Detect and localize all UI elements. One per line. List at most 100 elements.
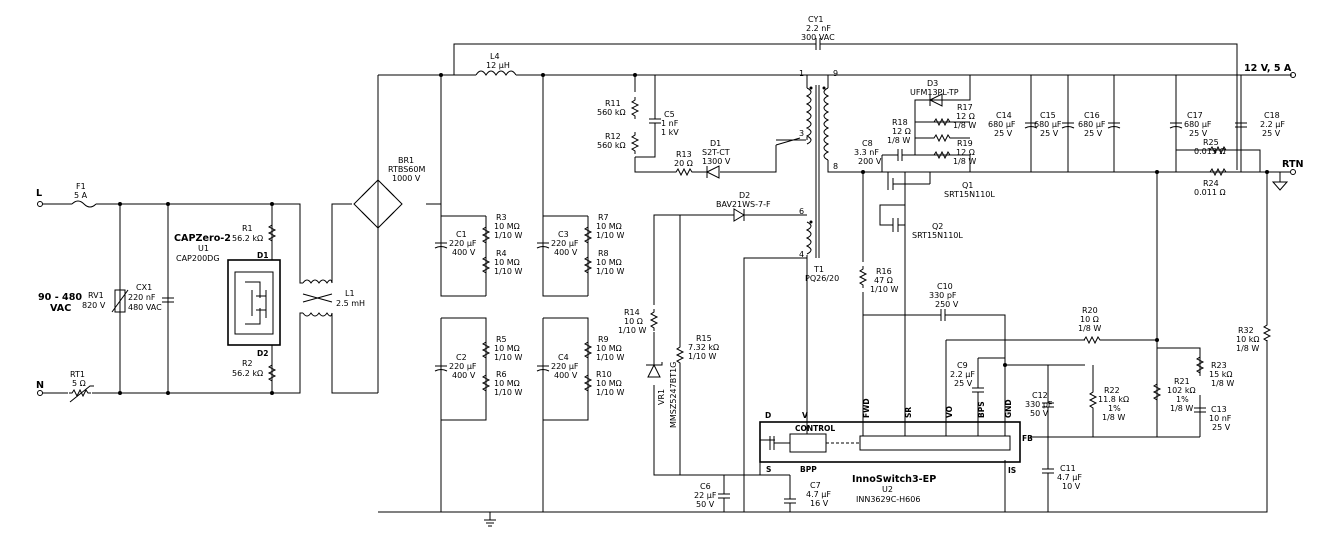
u2-pin-bpp: BPP bbox=[800, 465, 817, 474]
r5-value: 10 MΩ bbox=[494, 344, 520, 353]
diode-d3 bbox=[928, 93, 943, 107]
d3-part: UFM13PL-TP bbox=[910, 88, 959, 97]
c3-ref: C3 bbox=[558, 230, 569, 239]
t1-pin6: 6 bbox=[799, 207, 804, 216]
cap-c6 bbox=[717, 487, 731, 505]
cap-c10 bbox=[934, 308, 952, 322]
c8-ref: C8 bbox=[862, 139, 873, 148]
c11-value: 4.7 μF bbox=[1057, 473, 1082, 482]
r9-power: 1/10 W bbox=[596, 353, 625, 362]
r20-value: 10 Ω bbox=[1080, 315, 1099, 324]
l4-ref: L4 bbox=[490, 52, 500, 61]
r19-ref: R19 bbox=[957, 139, 973, 148]
r15-ref: R15 bbox=[696, 334, 712, 343]
c4-voltage: 400 V bbox=[554, 371, 578, 380]
c6-voltage: 50 V bbox=[696, 500, 715, 509]
c13-ref: C13 bbox=[1211, 405, 1227, 414]
mosfet-q2 bbox=[892, 218, 905, 232]
resistor-r18 bbox=[930, 134, 954, 142]
rt1-ref: RT1 bbox=[70, 370, 85, 379]
br1-part: RTBS60M bbox=[388, 165, 425, 174]
u2-ref: U2 bbox=[882, 485, 893, 494]
c4-ref: C4 bbox=[558, 353, 569, 362]
q2-part: SRT15N110L bbox=[912, 231, 963, 240]
r21-power: 1/8 W bbox=[1170, 404, 1193, 413]
cx1-voltage: 480 VAC bbox=[128, 303, 162, 312]
bridge-br1 bbox=[353, 179, 403, 229]
r6-value: 10 MΩ bbox=[494, 379, 520, 388]
c13-voltage: 25 V bbox=[1212, 423, 1231, 432]
t1-pin3: 3 bbox=[799, 129, 804, 138]
r25-value: 0.013 Ω bbox=[1194, 147, 1226, 156]
c15-value: 680 μF bbox=[1034, 120, 1062, 129]
input-voltage-unit: VAC bbox=[50, 303, 71, 314]
r11-value: 560 kΩ bbox=[597, 108, 626, 117]
f1-value: 5 A bbox=[74, 191, 88, 200]
r16-ref: R16 bbox=[876, 267, 892, 276]
r21-tolerance: 1% bbox=[1176, 395, 1189, 404]
u2-pin-s: S bbox=[766, 465, 771, 474]
c10-value: 330 pF bbox=[929, 291, 957, 300]
resistor-r11 bbox=[631, 96, 639, 120]
labels: L N 90 - 480 VAC 12 V, 5 A RTN F1 5 A RV… bbox=[36, 15, 1304, 509]
r7-value: 10 MΩ bbox=[596, 222, 622, 231]
c3-value: 220 μF bbox=[551, 239, 579, 248]
mosfet-q1 bbox=[887, 171, 931, 190]
c13-value: 10 nF bbox=[1209, 414, 1232, 423]
rt1-value: 5 Ω bbox=[72, 379, 86, 388]
l4-value: 12 μH bbox=[486, 61, 510, 70]
c9-value: 2.2 μF bbox=[950, 370, 975, 379]
d1-part: S2T-CT bbox=[702, 148, 730, 157]
c2-ref: C2 bbox=[456, 353, 467, 362]
r10-value: 10 MΩ bbox=[596, 379, 622, 388]
inductor-l4 bbox=[475, 70, 517, 76]
r4-ref: R4 bbox=[496, 249, 507, 258]
r1-ref: R1 bbox=[242, 224, 253, 233]
c5-value: 1 nF bbox=[661, 119, 679, 128]
transformer-t1 bbox=[805, 85, 830, 258]
u1-part: CAP200DG bbox=[176, 254, 220, 263]
r17-ref: R17 bbox=[957, 103, 973, 112]
t1-pin1: 1 bbox=[799, 69, 804, 78]
c5-ref: C5 bbox=[664, 110, 675, 119]
cy1-ref: CY1 bbox=[808, 15, 823, 24]
u2-control-label: CONTROL bbox=[795, 424, 835, 433]
r23-ref: R23 bbox=[1211, 361, 1227, 370]
r13-value: 20 Ω bbox=[674, 159, 693, 168]
c8-value: 3.3 nF bbox=[854, 148, 879, 157]
cx1-ref: CX1 bbox=[136, 283, 152, 292]
resistor-r20 bbox=[1080, 336, 1104, 344]
u1-name: CAPZero-2 bbox=[174, 233, 231, 244]
r4-value: 10 MΩ bbox=[494, 258, 520, 267]
varistor-rv1 bbox=[114, 289, 126, 313]
u2-name: InnoSwitch3-EP bbox=[852, 474, 936, 485]
c18-ref: C18 bbox=[1264, 111, 1280, 120]
r23-power: 1/8 W bbox=[1211, 379, 1234, 388]
cap-c7 bbox=[783, 492, 797, 510]
r7-ref: R7 bbox=[598, 213, 609, 222]
r23-value: 15 kΩ bbox=[1209, 370, 1232, 379]
u1-ref: U1 bbox=[198, 244, 209, 253]
r8-value: 10 MΩ bbox=[596, 258, 622, 267]
resistor-r12 bbox=[631, 131, 639, 155]
r22-ref: R22 bbox=[1104, 386, 1120, 395]
c18-value: 2.2 μF bbox=[1260, 120, 1285, 129]
output-label: 12 V, 5 A bbox=[1244, 63, 1292, 74]
r9-ref: R9 bbox=[598, 335, 609, 344]
d1-voltage: 1300 V bbox=[702, 157, 731, 166]
c17-value: 680 μF bbox=[1184, 120, 1212, 129]
ground-symbol-primary bbox=[484, 512, 496, 527]
terminal-l bbox=[37, 201, 43, 207]
r19-value: 12 Ω bbox=[956, 148, 975, 157]
r17-power: 1/8 W bbox=[953, 121, 976, 130]
r15-power: 1/10 W bbox=[688, 352, 717, 361]
t1-ref: T1 bbox=[813, 265, 824, 274]
r20-power: 1/8 W bbox=[1078, 324, 1101, 333]
r18-power: 1/8 W bbox=[887, 136, 910, 145]
cap-c5 bbox=[648, 112, 662, 130]
cy1-value: 2.2 nF bbox=[806, 24, 831, 33]
r10-power: 1/10 W bbox=[596, 388, 625, 397]
terminal-l-label: L bbox=[36, 188, 42, 199]
r18-value: 12 Ω bbox=[892, 127, 911, 136]
c2-voltage: 400 V bbox=[452, 371, 476, 380]
